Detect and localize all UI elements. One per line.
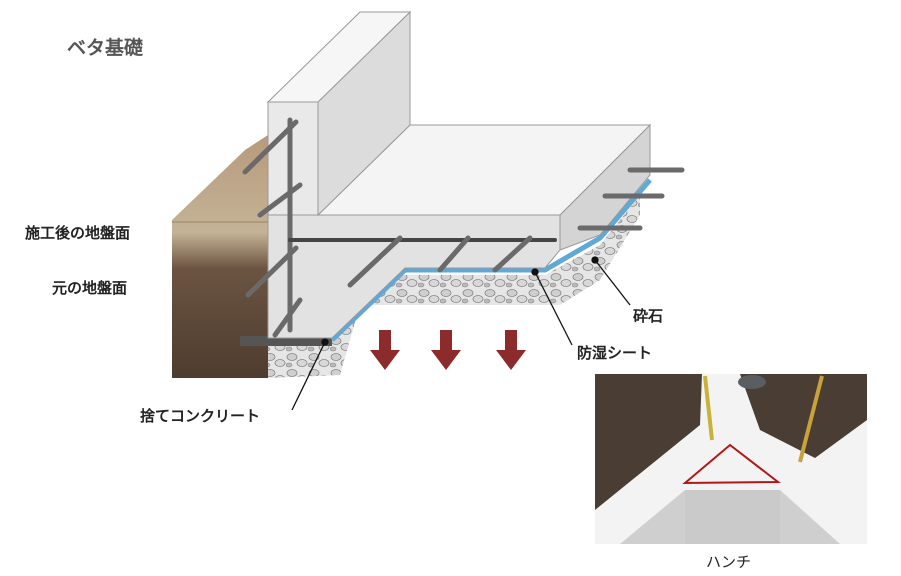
downward-arrows xyxy=(370,330,526,370)
rebar xyxy=(242,117,685,338)
label-crushed-stone: 砕石 xyxy=(633,307,664,325)
arrow-down-icon xyxy=(496,330,526,370)
arrow-down-icon xyxy=(370,330,400,370)
lean-concrete xyxy=(240,336,332,346)
arrow-down-icon xyxy=(431,330,461,370)
label-ground-original: 元の地盤面 xyxy=(52,279,128,297)
label-moisture-sheet: 防湿シート xyxy=(577,344,653,362)
diagram-title: ベタ基礎 xyxy=(67,37,144,59)
moisture-sheet xyxy=(330,178,652,342)
soil-block xyxy=(172,135,268,378)
gravel-layer xyxy=(268,195,640,378)
label-ground-after: 施工後の地盤面 xyxy=(25,224,131,242)
haunch-outline xyxy=(682,443,781,485)
haunch-photo xyxy=(595,374,867,544)
photo-caption: ハンチ xyxy=(706,553,752,571)
label-lean-concrete: 捨てコンクリート xyxy=(140,407,261,425)
wall-top xyxy=(266,11,412,103)
wall-front xyxy=(267,101,319,216)
